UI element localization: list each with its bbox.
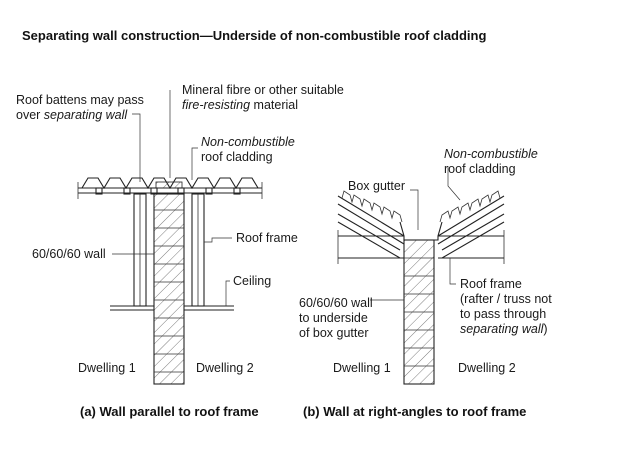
label-ceiling-a: Ceiling: [233, 274, 271, 288]
label-cladding-b-line1: Non-combustible: [444, 147, 538, 161]
roof-cladding-b: [337, 190, 505, 245]
separating-wall-a: [153, 193, 185, 385]
label-box-gutter: Box gutter: [348, 179, 405, 193]
separating-wall-b: [403, 239, 435, 385]
label-mineral-fibre-line1: Mineral fibre or other suitable: [182, 83, 344, 97]
label-roof-battens-line1: Roof battens may pass: [16, 93, 144, 107]
leader-lines-a: [112, 90, 232, 306]
box-gutter: [399, 221, 443, 241]
label-dwelling-2-a: Dwelling 2: [196, 361, 254, 375]
label-wall-b-line2: to underside: [299, 311, 368, 325]
label-wall-a: 60/60/60 wall: [32, 247, 106, 261]
leader-lines-b: [370, 166, 461, 301]
label-mineral-fibre-line2: fire-resisting material: [182, 98, 298, 112]
label-roof-frame-a: Roof frame: [236, 231, 298, 245]
label-wall-b-line1: 60/60/60 wall: [299, 296, 373, 310]
label-roof-battens-line2: over separating wall: [16, 108, 128, 122]
label-roof-frame-b-line3: to pass through: [460, 307, 546, 321]
figure-title: Separating wall construction—Underside o…: [22, 28, 486, 43]
label-dwelling-2-b: Dwelling 2: [458, 361, 516, 375]
diagram-b: Non-combustible roof cladding Box gutter…: [299, 147, 552, 419]
label-cladding-a-line1: Non-combustible: [201, 135, 295, 149]
label-wall-b-line3: of box gutter: [299, 326, 369, 340]
roof-frame-b: [337, 213, 505, 264]
label-cladding-a-line2: roof cladding: [201, 150, 273, 164]
label-roof-frame-b-line2: (rafter / truss not: [460, 292, 552, 306]
label-roof-frame-b-line4: separating wall): [460, 322, 548, 336]
label-roof-frame-b-line1: Roof frame: [460, 277, 522, 291]
label-dwelling-1-b: Dwelling 1: [333, 361, 391, 375]
mineral-fibre-packing-a: [155, 181, 183, 189]
caption-b: (b) Wall at right-angles to roof frame: [303, 404, 526, 419]
label-cladding-b-line2: roof cladding: [444, 162, 516, 176]
caption-a: (a) Wall parallel to roof frame: [80, 404, 259, 419]
diagram-a: Roof battens may pass over separating wa…: [16, 83, 344, 419]
label-dwelling-1-a: Dwelling 1: [78, 361, 136, 375]
